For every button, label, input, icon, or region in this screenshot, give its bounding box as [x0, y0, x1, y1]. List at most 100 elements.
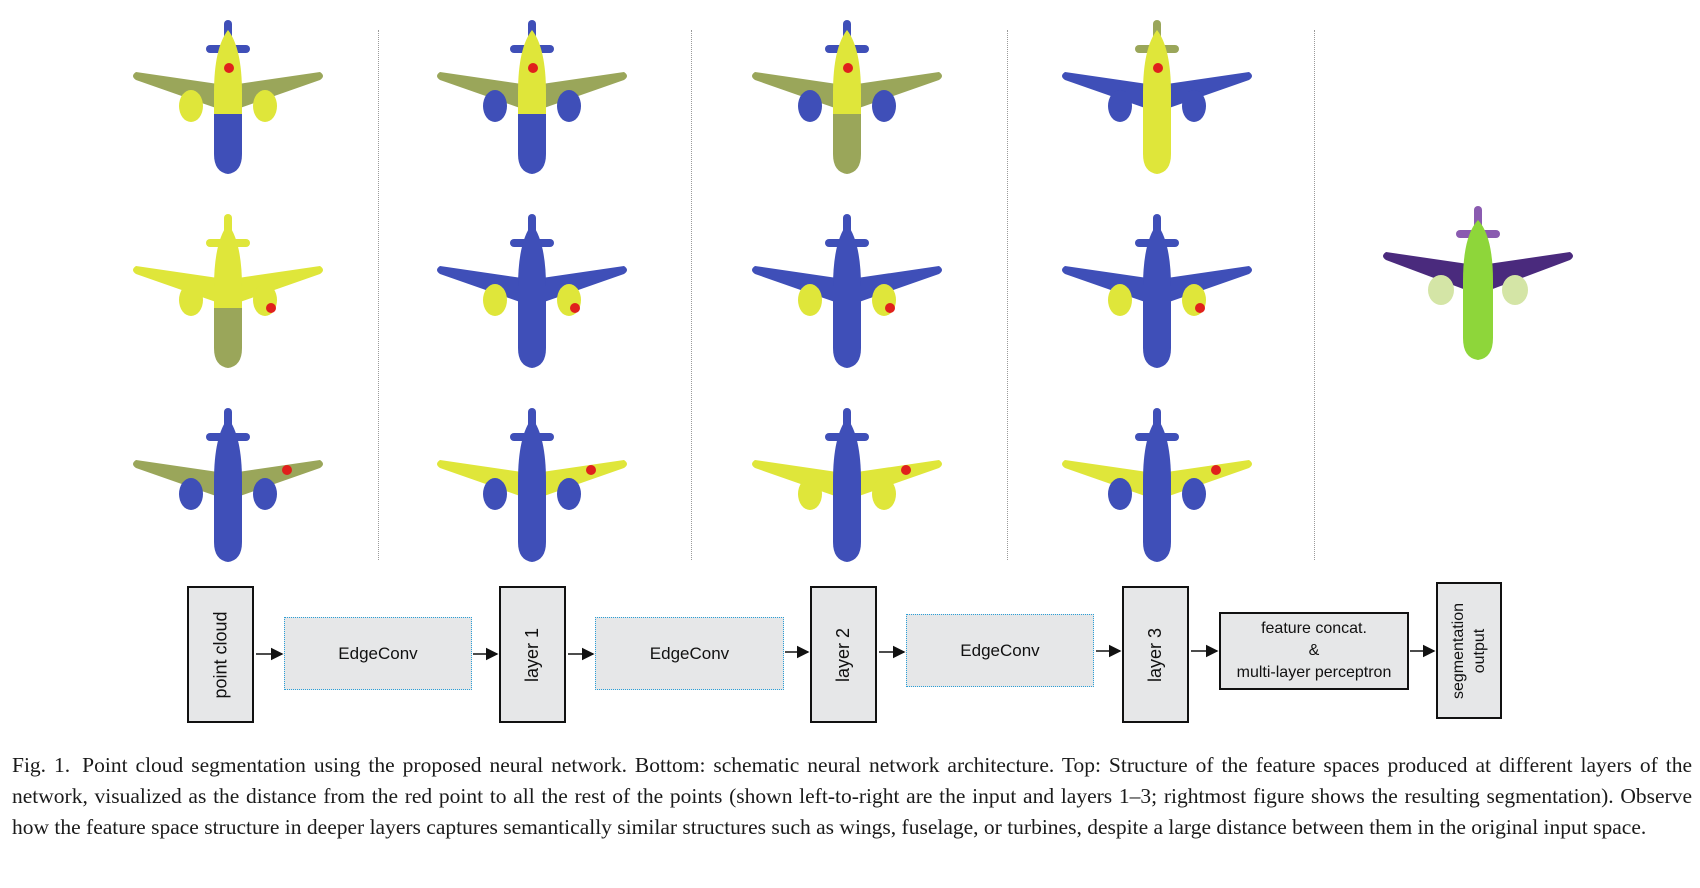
segmentation-output-label: segmentation output	[1448, 602, 1490, 698]
airplane-feature-plot	[133, 214, 323, 368]
plane-wing-right	[238, 460, 323, 496]
airplane-feature-plot	[1062, 20, 1252, 174]
plane-wing-left	[437, 460, 522, 496]
column-separator	[1314, 30, 1315, 560]
edgeconv-label: EdgeConv	[338, 643, 418, 663]
layer-3-node: layer 3	[1122, 586, 1189, 723]
plane-nose	[214, 308, 242, 368]
query-point	[224, 63, 234, 73]
plane-engine-right	[253, 478, 277, 510]
caption-text: Point cloud segmentation using the propo…	[12, 753, 1692, 839]
concat-line-2: &	[1308, 642, 1320, 659]
plane-engine-left	[1108, 284, 1132, 316]
plane-wing-right	[542, 72, 627, 108]
point-cloud-node: point cloud	[187, 586, 254, 723]
plane-wing-left	[1062, 460, 1147, 496]
figure-label: Fig. 1.	[12, 753, 71, 777]
airplane-feature-plot	[133, 20, 323, 174]
plane-fuselage	[1143, 224, 1171, 310]
airplane-feature-plot	[133, 408, 323, 562]
column-separator	[1007, 30, 1008, 560]
seg-fuselage	[1463, 220, 1493, 360]
plane-engine-left	[179, 90, 203, 122]
query-point	[1153, 63, 1163, 73]
plane-engine-right	[872, 478, 896, 510]
plane-nose	[518, 502, 546, 562]
seg-engine-left	[1428, 275, 1454, 305]
plane-engine-left	[483, 478, 507, 510]
plane-nose	[1143, 114, 1171, 174]
concat-line-1: feature concat.	[1261, 620, 1367, 637]
segmentation-output-node: segmentation output	[1436, 582, 1502, 719]
plane-nose	[214, 114, 242, 174]
plane-engine-left	[179, 478, 203, 510]
plane-wing-left	[752, 266, 837, 302]
airplane-feature-plot	[437, 408, 627, 562]
plane-fuselage	[833, 418, 861, 504]
plane-engine-right	[557, 90, 581, 122]
plane-wing-left	[752, 460, 837, 496]
plane-wing-left	[133, 266, 218, 302]
plane-wing-right	[1167, 266, 1252, 302]
plane-engine-left	[798, 478, 822, 510]
query-point	[528, 63, 538, 73]
concat-line-3: multi-layer perceptron	[1236, 664, 1392, 681]
edgeconv-node-1: EdgeConv	[284, 617, 472, 690]
layer-2-node: layer 2	[810, 586, 877, 723]
point-cloud-label: point cloud	[210, 610, 231, 699]
plane-fuselage	[214, 224, 242, 310]
plane-fuselage	[833, 224, 861, 310]
plane-wing-right	[238, 72, 323, 108]
layer-3-label: layer 3	[1145, 627, 1166, 682]
plane-engine-left	[483, 284, 507, 316]
plane-wing-left	[1062, 72, 1147, 108]
plane-engine-right	[872, 90, 896, 122]
plane-engine-right	[557, 478, 581, 510]
edgeconv-node-2: EdgeConv	[595, 617, 784, 690]
seg-engine-right	[1502, 275, 1528, 305]
plane-fuselage	[1143, 30, 1171, 116]
plane-engine-left	[179, 284, 203, 316]
plane-wing-right	[857, 72, 942, 108]
query-point	[570, 303, 580, 313]
seg-wing-right	[1488, 252, 1573, 290]
plane-engine-left	[1108, 478, 1132, 510]
plane-engine-left	[798, 90, 822, 122]
plane-engine-left	[483, 90, 507, 122]
plane-wing-right	[542, 266, 627, 302]
plane-wing-right	[542, 460, 627, 496]
segmentation-line-1: segmentation	[1450, 602, 1467, 699]
query-point	[266, 303, 276, 313]
figure-caption: Fig. 1.Point cloud segmentation using th…	[12, 750, 1692, 843]
query-point	[586, 465, 596, 475]
plane-wing-right	[238, 266, 323, 302]
plane-nose	[518, 308, 546, 368]
airplane-feature-plot	[752, 20, 942, 174]
airplane-feature-plot	[752, 408, 942, 562]
layer-1-label: layer 1	[522, 627, 543, 682]
plane-engine-right	[1182, 90, 1206, 122]
plane-wing-right	[1167, 72, 1252, 108]
airplane-feature-plot	[437, 20, 627, 174]
plane-engine-left	[798, 284, 822, 316]
plane-fuselage	[214, 30, 242, 116]
query-point	[1195, 303, 1205, 313]
plane-wing-left	[133, 460, 218, 496]
plane-wing-right	[857, 460, 942, 496]
plane-fuselage	[1143, 418, 1171, 504]
airplane-feature-plot	[437, 214, 627, 368]
plane-fuselage	[833, 30, 861, 116]
airplane-segmentation-result	[1383, 206, 1573, 360]
plane-fuselage	[518, 30, 546, 116]
airplane-feature-plot	[1062, 408, 1252, 562]
plane-engine-right	[1182, 478, 1206, 510]
airplane-feature-plot	[1062, 214, 1252, 368]
edgeconv-label: EdgeConv	[960, 640, 1040, 660]
plane-wing-left	[437, 72, 522, 108]
edgeconv-node-3: EdgeConv	[906, 614, 1094, 687]
feature-space-grid	[133, 20, 1573, 562]
column-separator	[691, 30, 692, 560]
layer-2-label: layer 2	[833, 627, 854, 682]
plane-wing-right	[1167, 460, 1252, 496]
plane-wing-left	[437, 266, 522, 302]
